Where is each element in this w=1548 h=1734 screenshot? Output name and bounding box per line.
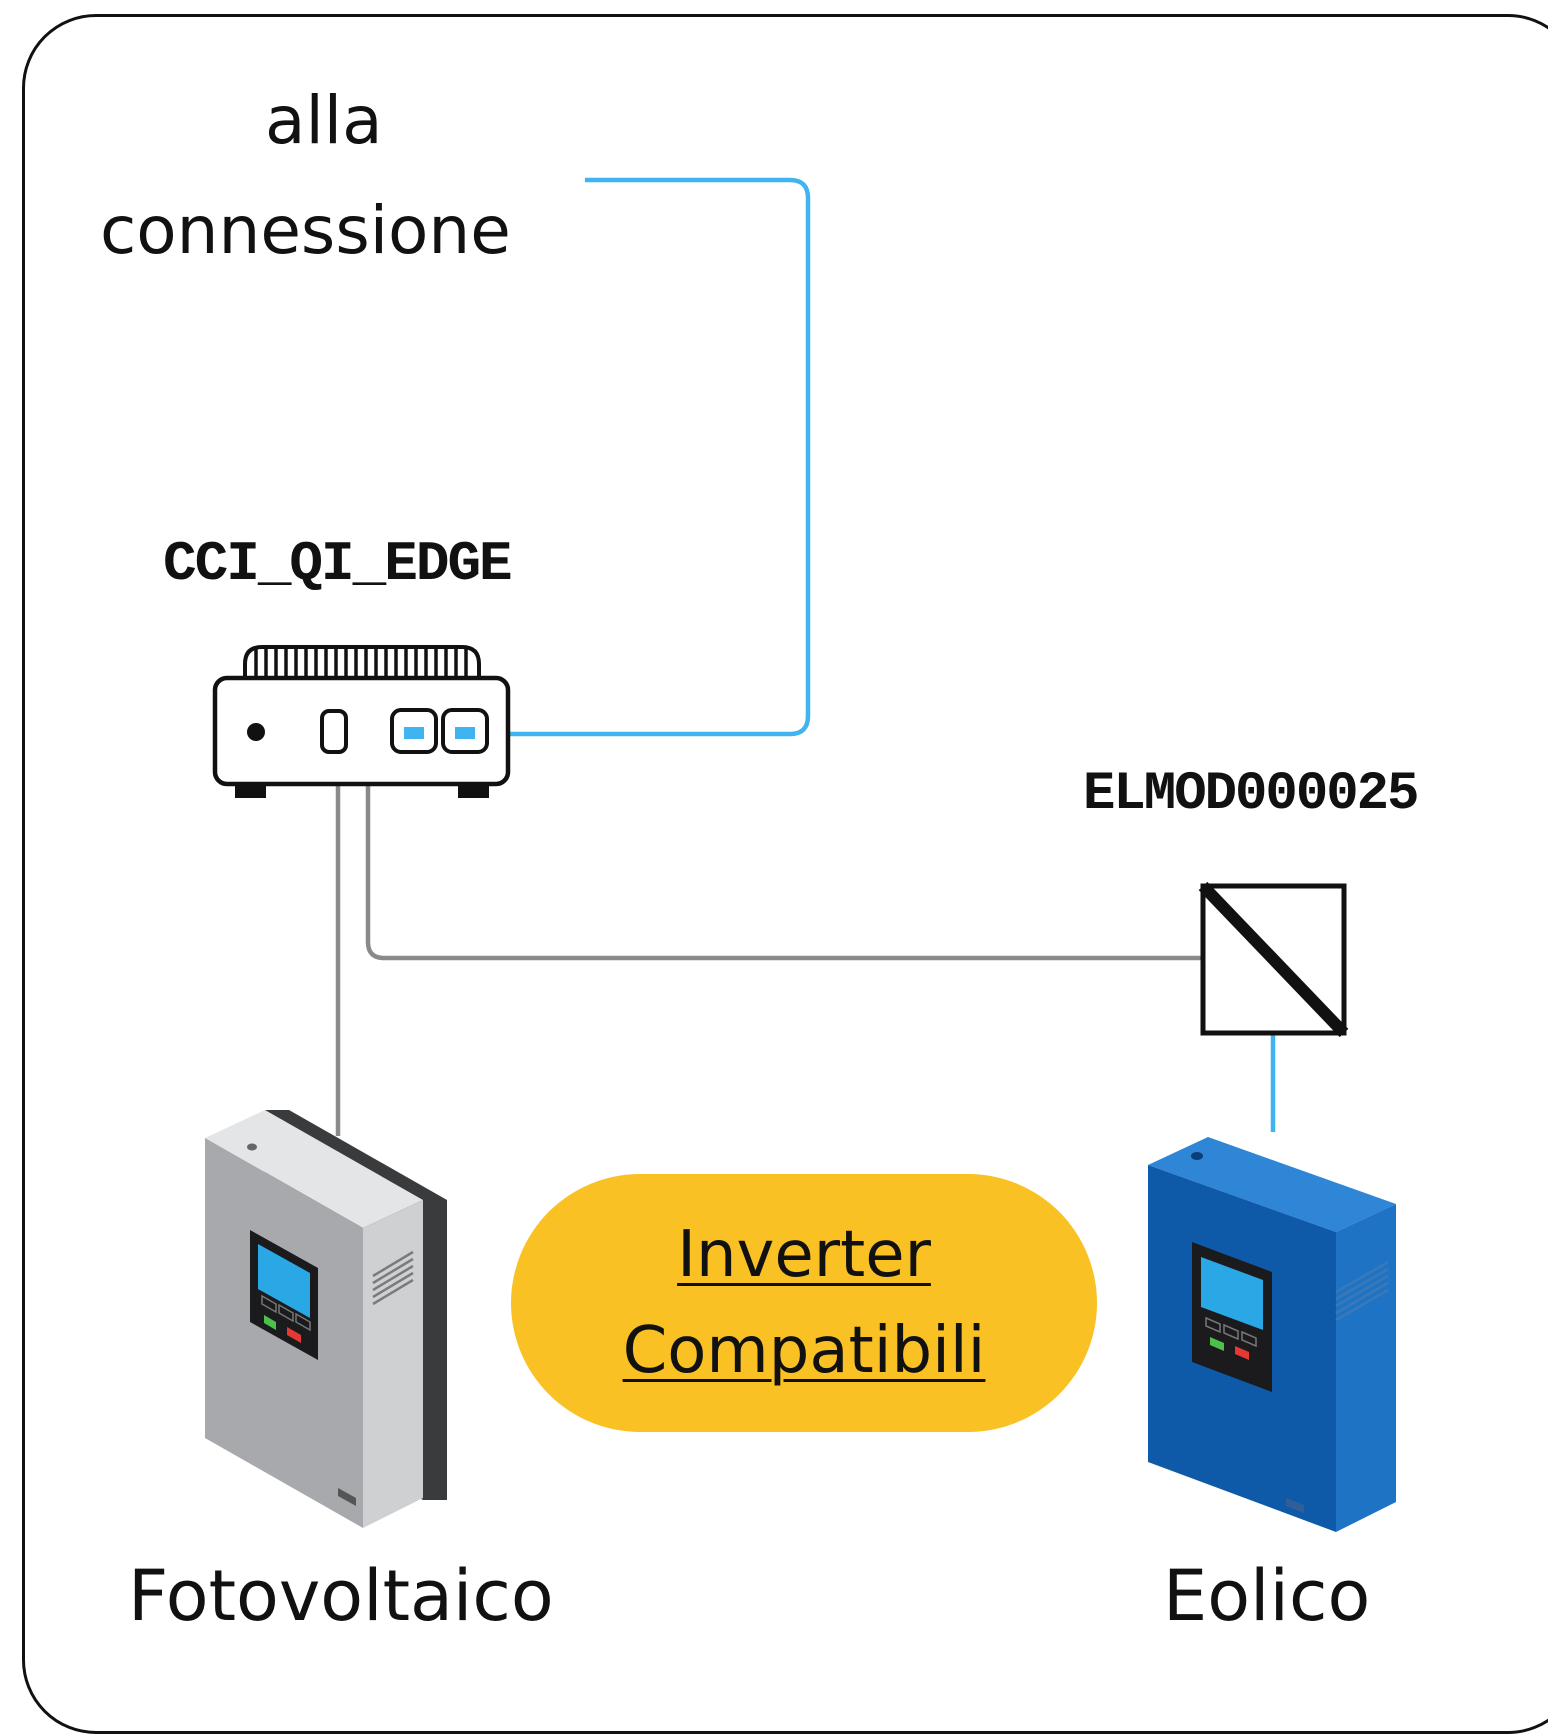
compatible-link-line2: Compatibili: [622, 1314, 986, 1388]
diagram-drawing: [205, 177, 1396, 1532]
connection-label-line2: connessione: [100, 192, 511, 269]
meter-label: ELMOD000025: [1083, 764, 1419, 825]
energy-meter-icon: [1198, 881, 1349, 1038]
ethernet-cable: [472, 177, 811, 737]
connection-label-line1: alla: [265, 82, 383, 159]
wind-inverter-icon: [1148, 1137, 1396, 1532]
compatible-link-line1: Inverter: [677, 1218, 931, 1292]
compatible-inverters-link[interactable]: Inverter Compatibili: [511, 1174, 1097, 1432]
wind-inverter-label: Eolico: [1163, 1555, 1371, 1637]
edge-gateway-icon: [212, 645, 511, 798]
pv-inverter-icon: [205, 1110, 447, 1528]
pv-inverter-label: Fotovoltaico: [128, 1555, 554, 1637]
diagram-canvas: alla connessione CCI_QI_EDGE ELMOD000025…: [22, 14, 1548, 1734]
edge-device-label: CCI_QI_EDGE: [163, 532, 513, 596]
